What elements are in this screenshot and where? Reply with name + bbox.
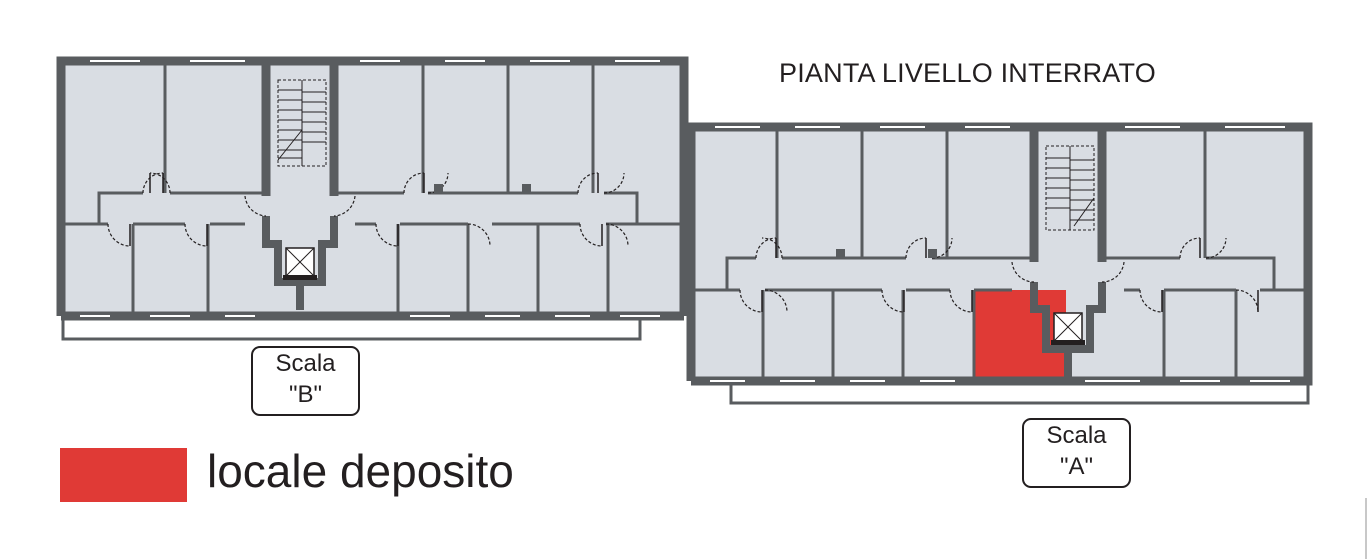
staircase-a xyxy=(1045,145,1095,231)
building-scala-a xyxy=(686,122,1313,405)
windows-b xyxy=(80,60,660,317)
staircase-b xyxy=(277,79,327,167)
elevator-a xyxy=(1051,312,1085,345)
building-scala-b xyxy=(56,56,689,341)
windows-a xyxy=(710,126,1290,382)
shell-b xyxy=(61,61,684,316)
legend-swatch xyxy=(60,448,187,502)
scala-b-label: Scala "B" xyxy=(251,346,360,416)
scala-b-line2: "B" xyxy=(288,381,323,408)
scala-a-line1: Scala xyxy=(1046,422,1107,449)
elevator-b xyxy=(283,247,317,280)
legend-label: locale deposito xyxy=(207,445,514,497)
scala-a-label: Scala "A" xyxy=(1022,418,1131,488)
storage-room-highlight xyxy=(974,290,1066,380)
scala-b-line1: Scala xyxy=(275,350,336,377)
plan-title: PIANTA LIVELLO INTERRATO xyxy=(779,58,1156,88)
scala-a-line2: "A" xyxy=(1059,453,1094,480)
